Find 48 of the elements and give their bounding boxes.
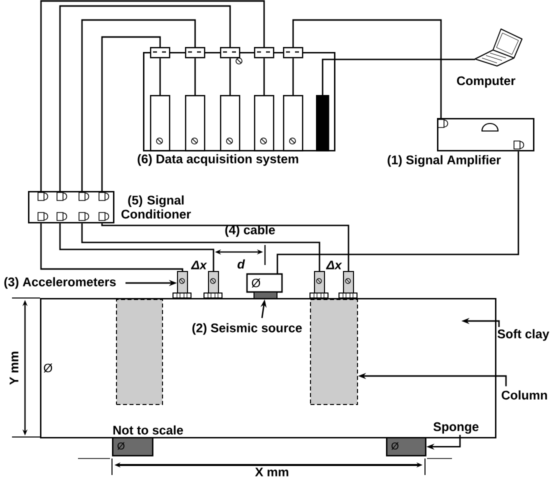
column-block	[116, 299, 163, 405]
soil-box	[40, 298, 496, 438]
cable-line	[59, 223, 214, 271]
component-label: (1) Signal Amplifier	[388, 155, 501, 167]
cable-line	[263, 58, 265, 95]
cable-line	[322, 58, 475, 95]
dimension-label: d	[238, 259, 246, 269]
sponge-block: Ø	[112, 437, 154, 456]
callout-label: (3) Accelerometers	[4, 277, 116, 289]
sponge-block: Ø	[386, 437, 426, 456]
accelerometer	[310, 271, 328, 298]
cable-line	[40, 223, 184, 271]
cable-line	[101, 36, 161, 191]
cable-line	[194, 58, 196, 95]
connector-box	[220, 47, 240, 58]
callout-label: Column	[502, 390, 547, 400]
accelerometer	[338, 271, 358, 298]
cable-line	[81, 223, 320, 271]
component-label: Computer	[457, 76, 516, 88]
callout-label: Soft clay	[498, 329, 550, 341]
cable-line	[276, 151, 520, 274]
component-label: (6) Data acquisition system	[138, 154, 298, 166]
cable-line	[292, 58, 294, 95]
cable-line	[101, 223, 350, 271]
cable-line	[159, 58, 161, 95]
dimension-label: X mm	[255, 468, 288, 476]
cable-line	[229, 58, 231, 95]
dimension-label: Δx	[190, 260, 208, 270]
cable-line	[81, 19, 196, 191]
accelerometer	[204, 271, 222, 298]
module-box	[316, 95, 330, 152]
connector-box	[150, 47, 170, 58]
component-label: (5) Signal Conditioner	[121, 195, 191, 219]
cable-line	[59, 5, 231, 191]
connector-box	[283, 47, 304, 58]
dimension-label: Δx	[326, 260, 342, 270]
connector-box	[254, 47, 274, 58]
accelerometer	[172, 271, 192, 298]
symbol-text: Ø	[44, 364, 52, 372]
column-block	[310, 299, 358, 405]
cable-line	[292, 19, 442, 118]
note-text: Not to scale	[113, 425, 183, 435]
callout-label: Sponge	[433, 422, 478, 434]
connector-box	[185, 47, 206, 58]
callout-label: (2) Seismic source	[192, 323, 302, 335]
dimension-label: Y mm	[10, 352, 18, 385]
source-block: Ø	[246, 273, 283, 299]
cable-line	[40, 0, 265, 191]
